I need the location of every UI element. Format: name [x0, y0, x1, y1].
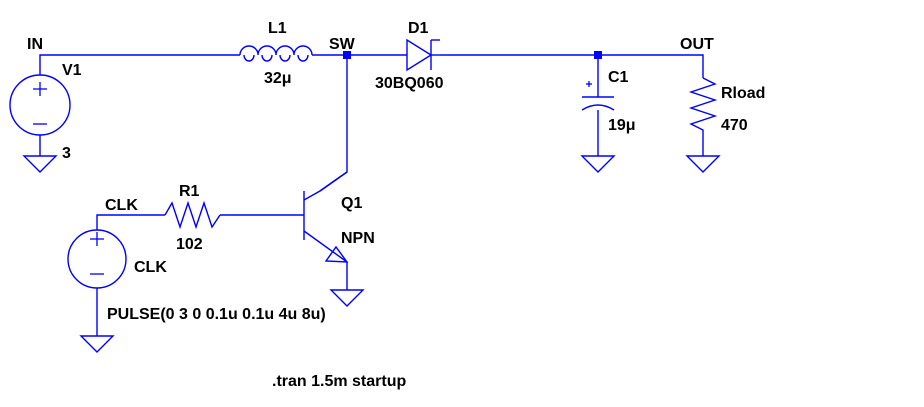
wire-sw-collector[interactable]	[319, 55, 348, 192]
q1-ref-label: Q1	[341, 195, 362, 212]
q1-value-label: NPN	[341, 230, 375, 247]
net-label-out: OUT	[680, 36, 714, 53]
wire-in[interactable]	[39, 54, 240, 75]
d1-ref-label: D1	[408, 20, 429, 37]
wire-clk[interactable]	[96, 214, 165, 230]
ground-q1	[329, 289, 365, 307]
spice-directive[interactable]: .tran 1.5m startup	[272, 373, 406, 390]
rload-value-label: 470	[721, 117, 748, 134]
r1-ref-label: R1	[179, 183, 200, 200]
c1-value-label: 19μ	[608, 117, 636, 134]
l1-ref-label: L1	[268, 20, 287, 37]
inductor-l1[interactable]	[239, 45, 313, 62]
r1-value-label: 102	[176, 236, 203, 253]
c1-ref-label: C1	[608, 69, 629, 86]
v1-value-label: 3	[62, 145, 71, 162]
ground-v1	[22, 155, 58, 173]
net-label-in: IN	[27, 36, 43, 53]
net-label-clk: CLK	[105, 197, 138, 214]
node-out	[594, 51, 602, 59]
voltage-source-v1[interactable]	[9, 74, 71, 136]
rload-ref-label: Rload	[721, 85, 765, 102]
resistor-rload[interactable]	[688, 77, 718, 135]
resistor-r1[interactable]	[164, 200, 221, 230]
voltage-source-clk[interactable]	[67, 229, 127, 289]
transistor-q1[interactable]	[303, 171, 349, 263]
d1-value-label: 30BQ060	[375, 75, 444, 92]
clk-source-value-label: PULSE(0 3 0 0.1u 0.1u 4u 8u)	[107, 306, 326, 323]
l1-value-label: 32μ	[264, 70, 292, 87]
node-sw	[343, 51, 351, 59]
wire-out[interactable]	[440, 54, 704, 78]
net-label-sw: SW	[329, 36, 356, 53]
clk-source-ref-label: CLK	[134, 259, 167, 276]
diode-d1[interactable]	[406, 38, 440, 72]
ground-rload	[685, 155, 721, 173]
ground-clk	[79, 335, 115, 353]
capacitor-c1[interactable]	[581, 81, 615, 111]
ground-c1	[580, 155, 616, 173]
v1-ref-label: V1	[62, 62, 82, 79]
